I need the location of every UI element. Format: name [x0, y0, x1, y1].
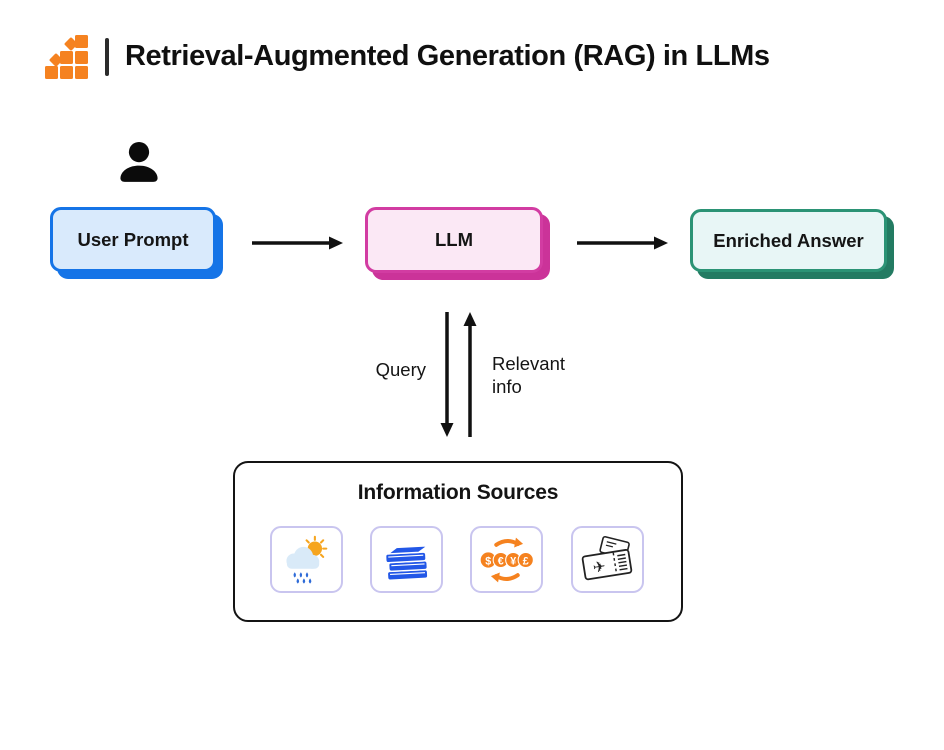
plane-ticket-icon: ✈ [581, 535, 632, 580]
header-divider [105, 38, 109, 76]
query-label: Query [375, 359, 426, 380]
node-enriched-answer: Enriched Answer [690, 209, 887, 272]
node-user-prompt: User Prompt [50, 207, 216, 272]
currency-exchange-icon: $ € ¥ £ [480, 537, 534, 582]
plane-glyph: ✈ [591, 558, 606, 577]
currency-symbol-pound: £ [522, 555, 528, 567]
books-icon [384, 544, 429, 581]
arrow-relevant-info-up [463, 312, 477, 437]
relevant-info-label: Relevant info [492, 353, 566, 397]
source-tile-tickets: ✈ [571, 526, 644, 593]
currency-symbol-dollar: $ [485, 555, 491, 567]
information-sources-title: Information Sources [357, 481, 559, 504]
source-tile-currency: $ € ¥ £ [470, 526, 543, 593]
page-title: Retrieval-Augmented Generation (RAG) in … [125, 40, 770, 72]
node-llm: LLM [365, 207, 543, 273]
node-llm-label: LLM [434, 229, 473, 250]
arrow-query-down [440, 312, 454, 437]
growth-chart-logo [44, 31, 92, 80]
arrow-llm-to-answer [577, 236, 668, 250]
currency-symbol-yen: ¥ [510, 555, 516, 567]
person-icon [120, 141, 158, 182]
source-tile-weather [270, 526, 343, 593]
source-tile-books [370, 526, 443, 593]
currency-symbol-euro: € [497, 555, 503, 567]
information-sources-panel: Information Sources [233, 461, 683, 622]
node-user-prompt-label: User Prompt [77, 228, 189, 250]
arrow-user-to-llm [252, 236, 343, 250]
node-enriched-answer-label: Enriched Answer [713, 229, 864, 251]
weather-icon [285, 535, 327, 584]
